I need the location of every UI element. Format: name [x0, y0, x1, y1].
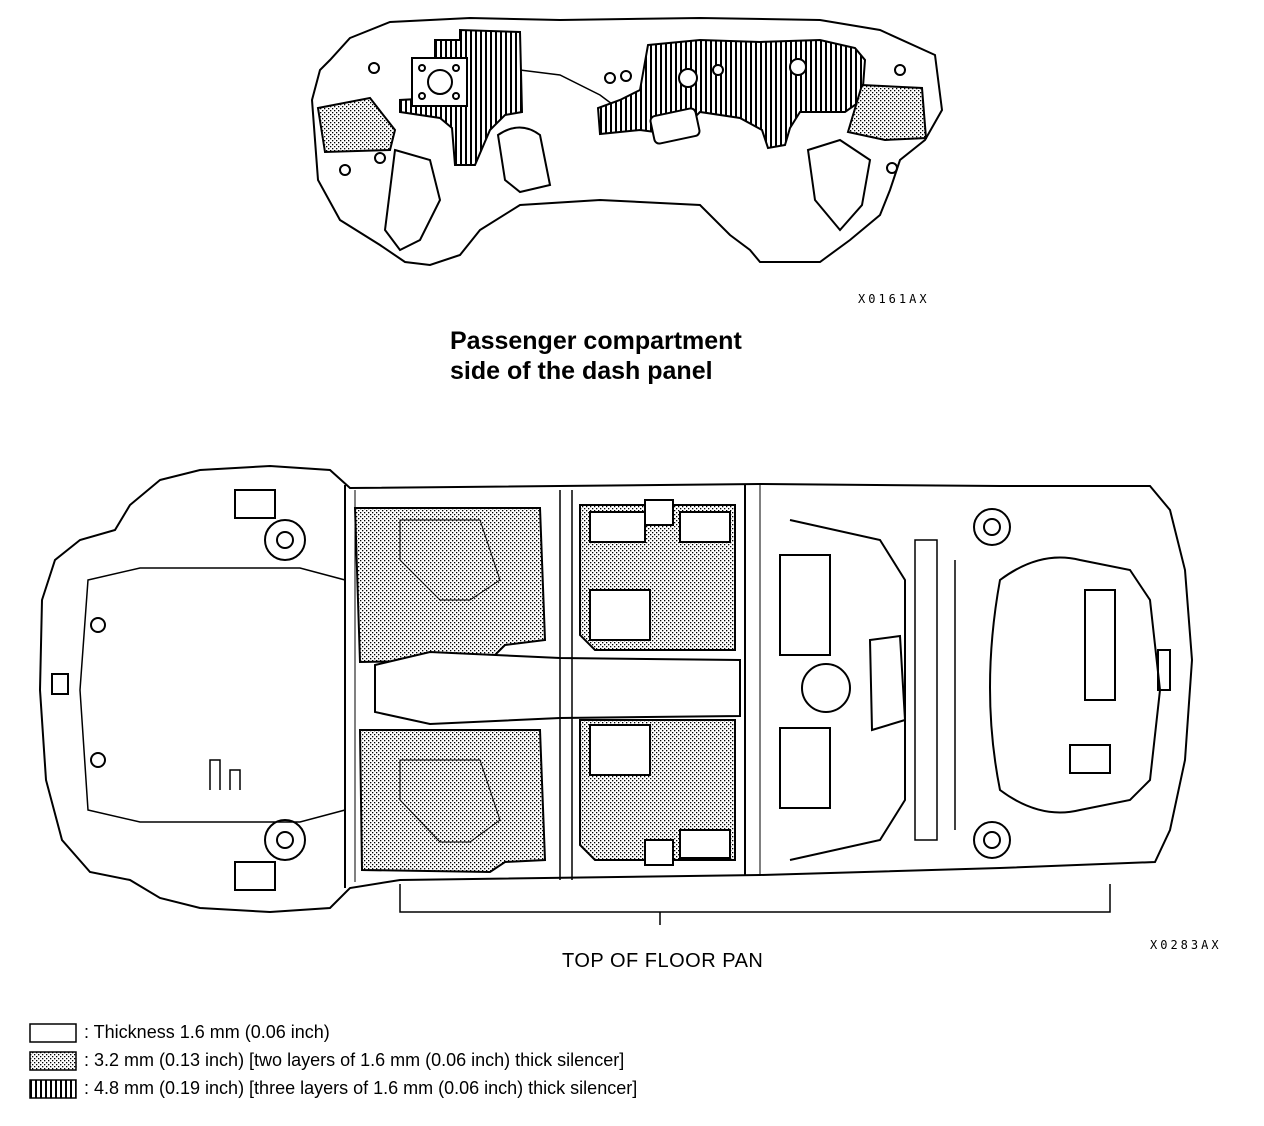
legend: : Thickness 1.6 mm (0.06 inch) : 3.2 mm … — [84, 1018, 944, 1102]
dash-panel-caption: Passenger compartment side of the dash p… — [450, 326, 742, 386]
legend-item-3: : 4.8 mm (0.19 inch) [three layers of 1.… — [84, 1078, 638, 1098]
dash-panel-drawing — [310, 16, 944, 267]
dash-panel-code: X0161AX — [858, 292, 930, 306]
legend-swatches — [29, 1023, 77, 1099]
legend-item-1: : Thickness 1.6 mm (0.06 inch) — [84, 1022, 330, 1042]
floor-pan-drawing — [38, 464, 1194, 925]
floor-pan-label: TOP OF FLOOR PAN — [562, 950, 764, 972]
dash-panel-caption-line1: Passenger compartment — [450, 327, 742, 355]
legend-item-2: : 3.2 mm (0.13 inch) [two layers of 1.6 … — [84, 1050, 625, 1070]
dash-panel-caption-line2: side of the dash panel — [450, 357, 713, 385]
floor-pan-code: X0283AX — [1150, 938, 1222, 952]
